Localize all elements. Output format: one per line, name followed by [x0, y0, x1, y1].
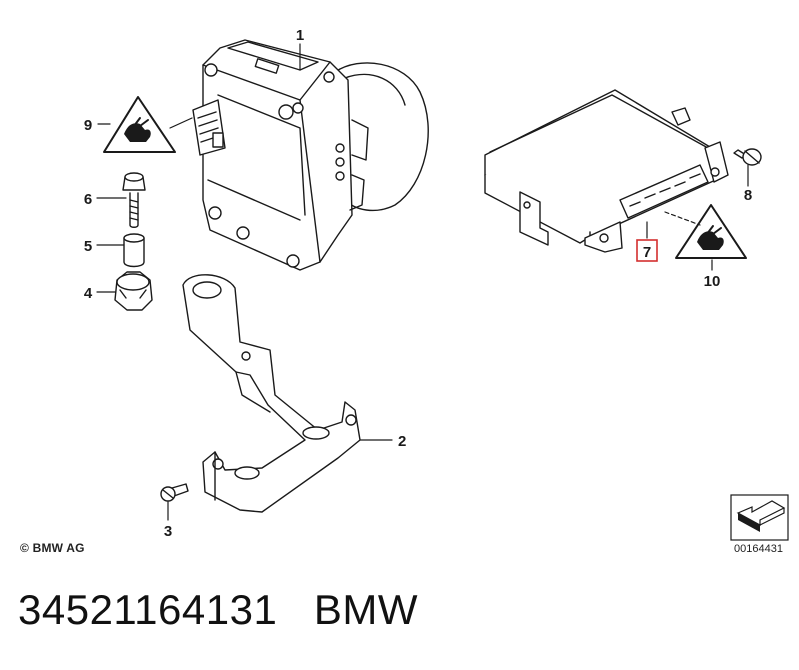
leader-line-9b [169, 117, 193, 129]
orientation-arrow-icon [730, 494, 789, 541]
callout-3: 3 [164, 523, 172, 540]
part-number: 34521164131 [18, 586, 278, 633]
diagram-number: 00164431 [734, 543, 783, 555]
callout-9: 9 [84, 117, 92, 134]
grommet-part-4 [114, 271, 153, 311]
brand-name: BMW [313, 586, 418, 633]
copyright-notice: © BMW AG [20, 541, 85, 555]
callout-6: 6 [84, 191, 92, 208]
leader-line-10-dashed [664, 211, 701, 226]
callout-10: 10 [704, 273, 721, 290]
mounting-bracket [182, 274, 361, 513]
abs-hydraulic-unit [192, 39, 429, 271]
callout-1: 1 [296, 27, 304, 44]
footer-caption: 34521164131 BMW [18, 586, 418, 634]
esd-warning-label-part-10 [675, 204, 747, 259]
callout-7-highlight [636, 239, 658, 262]
leader-lines [96, 43, 749, 521]
callout-8: 8 [744, 187, 752, 204]
parts-diagram: 1 2 3 4 5 6 7 8 9 10 [84, 27, 789, 541]
callout-2: 2 [398, 433, 406, 450]
bolt-part-3 [160, 483, 189, 502]
esd-warning-label-part-9 [103, 96, 176, 153]
bolt-part-6 [122, 172, 146, 228]
bolt-part-8 [733, 148, 762, 166]
callout-4: 4 [84, 285, 93, 302]
callout-7: 7 [643, 244, 651, 261]
callout-5: 5 [84, 238, 92, 255]
bushing-part-5 [123, 233, 145, 268]
control-module-part-7 [484, 89, 729, 253]
